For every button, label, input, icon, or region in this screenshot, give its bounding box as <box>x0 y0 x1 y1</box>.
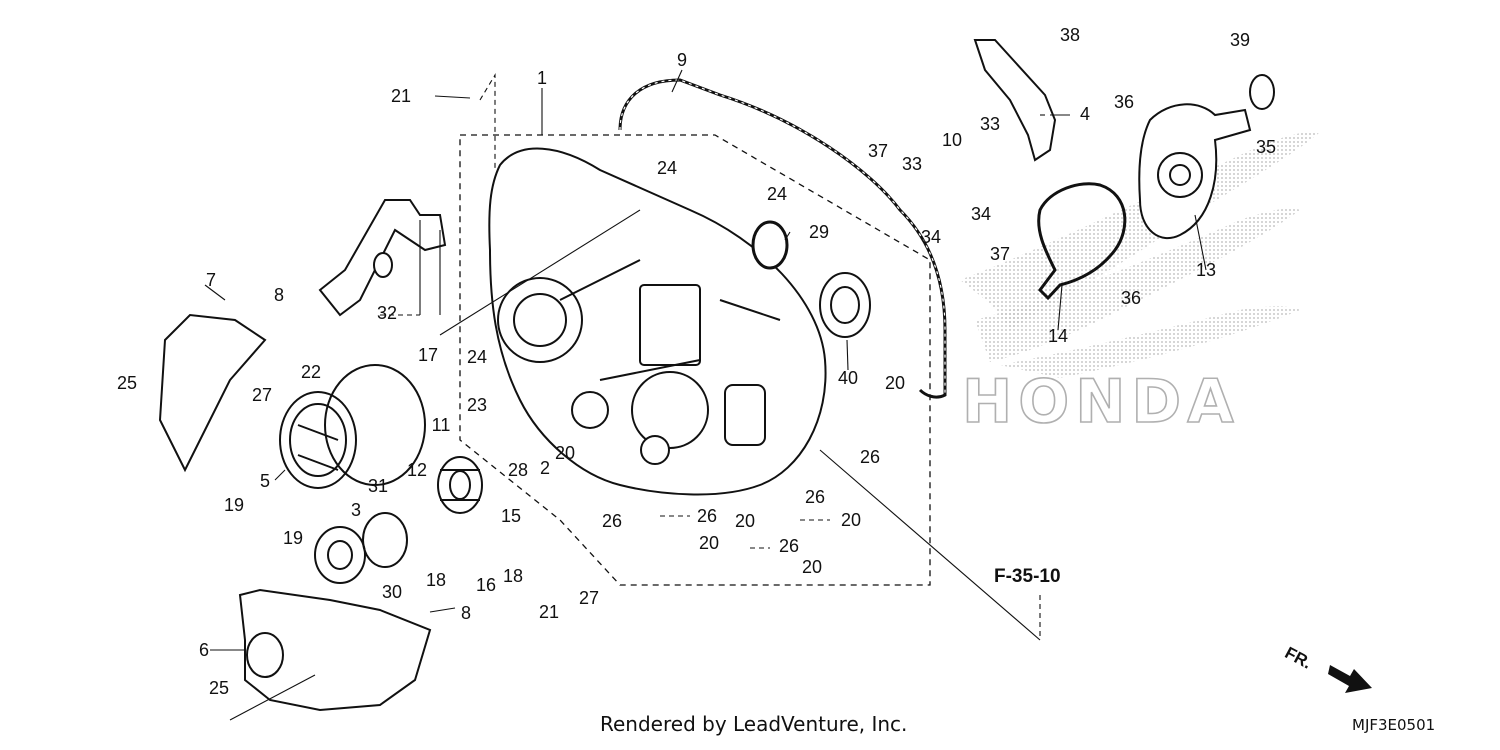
label-part-30: 30 <box>381 582 403 602</box>
washer-32 <box>373 252 393 278</box>
o-ring-14 <box>1037 182 1127 301</box>
label-part-27: 27 <box>578 588 600 608</box>
label-part-37: 37 <box>867 141 889 161</box>
group-outline <box>459 134 931 586</box>
water-pump-13 <box>1138 74 1275 240</box>
label-part-9: 9 <box>676 50 688 70</box>
label-part-25: 25 <box>208 678 230 698</box>
label-part-17: 17 <box>417 345 439 365</box>
label-part-18: 18 <box>502 566 524 586</box>
honda-wing-watermark <box>960 131 1320 378</box>
label-part-40: 40 <box>837 368 859 388</box>
label-part-21: 21 <box>538 602 560 622</box>
label-part-20: 20 <box>840 510 862 530</box>
label-part-8: 8 <box>460 603 472 623</box>
label-part-33: 33 <box>979 114 1001 134</box>
label-part-8: 8 <box>273 285 285 305</box>
label-part-6: 6 <box>198 640 210 660</box>
label-part-26: 26 <box>804 487 826 507</box>
render-credit: Rendered by LeadVenture, Inc. <box>600 712 908 736</box>
label-part-39: 39 <box>1229 30 1251 50</box>
label-part-31: 31 <box>367 476 389 496</box>
label-part-10: 10 <box>941 130 963 150</box>
bracket-4 <box>973 39 1057 162</box>
label-part-38: 38 <box>1059 25 1081 45</box>
cover-3 <box>314 526 366 584</box>
label-part-29: 29 <box>808 222 830 242</box>
label-part-36: 36 <box>1113 92 1135 112</box>
label-part-34: 34 <box>970 204 992 224</box>
o-ring-31 <box>324 364 426 486</box>
oil-filter-11 <box>437 456 483 514</box>
label-part-35: 35 <box>1255 137 1277 157</box>
label-part-24: 24 <box>656 158 678 178</box>
label-part-20: 20 <box>884 373 906 393</box>
label-part-18: 18 <box>425 570 447 590</box>
label-part-22: 22 <box>300 362 322 382</box>
label-part-13: 13 <box>1195 260 1217 280</box>
label-part-21: 21 <box>390 86 412 106</box>
label-part-33: 33 <box>901 154 923 174</box>
label-part-15: 15 <box>500 506 522 526</box>
label-part-24: 24 <box>466 347 488 367</box>
label-part-25: 25 <box>116 373 138 393</box>
label-part-23: 23 <box>466 395 488 415</box>
bracket-17 <box>318 199 447 317</box>
label-part-20: 20 <box>734 511 756 531</box>
honda-watermark-text: HONDA <box>962 367 1240 437</box>
label-part-1: 1 <box>536 68 548 88</box>
label-part-26: 26 <box>859 447 881 467</box>
label-part-26: 26 <box>601 511 623 531</box>
label-part-4: 4 <box>1079 104 1091 124</box>
label-part-34: 34 <box>920 227 942 247</box>
label-part-5: 5 <box>259 471 271 491</box>
label-part-37: 37 <box>989 244 1011 264</box>
diagram-code: MJF3E0501 <box>1352 716 1436 734</box>
label-part-19: 19 <box>223 495 245 515</box>
label-part-24: 24 <box>766 184 788 204</box>
leader-lines <box>204 69 1207 721</box>
front-arrow-icon <box>1328 665 1372 693</box>
label-part-2: 2 <box>539 458 551 478</box>
label-part-36: 36 <box>1120 288 1142 308</box>
label-part-27: 27 <box>251 385 273 405</box>
label-part-26: 26 <box>696 506 718 526</box>
label-part-16: 16 <box>475 575 497 595</box>
label-part-20: 20 <box>801 557 823 577</box>
bearing-40 <box>819 272 871 338</box>
cover-7 <box>158 313 267 473</box>
section-reference[interactable]: F-35-10 <box>994 566 1061 587</box>
label-part-28: 28 <box>507 460 529 480</box>
label-part-3: 3 <box>350 500 362 520</box>
right-crankcase-cover <box>488 147 827 496</box>
label-part-7: 7 <box>205 270 217 290</box>
label-part-12: 12 <box>406 460 428 480</box>
seal-29 <box>751 220 789 270</box>
label-part-26: 26 <box>778 536 800 556</box>
label-part-14: 14 <box>1047 326 1069 346</box>
o-ring-30 <box>362 512 408 568</box>
label-part-20: 20 <box>554 443 576 463</box>
label-part-32: 32 <box>376 303 398 323</box>
label-part-19: 19 <box>282 528 304 548</box>
label-part-20: 20 <box>698 533 720 553</box>
label-part-11: 11 <box>431 415 451 435</box>
skid-plate-6 <box>238 588 432 712</box>
